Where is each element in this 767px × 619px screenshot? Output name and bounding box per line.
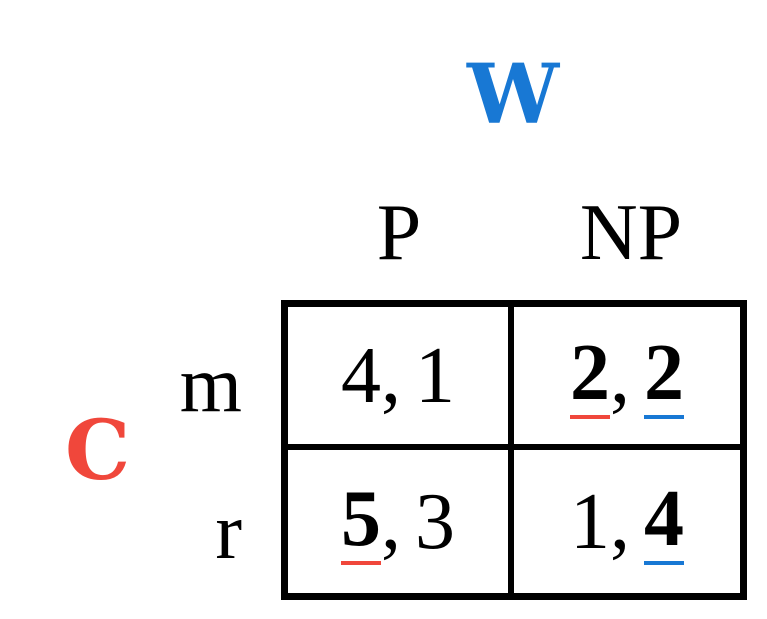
- row-strategy-r: r: [215, 488, 242, 576]
- col-payoff-r-p: 3: [415, 477, 455, 566]
- row-payoff-m-np: 2: [570, 328, 610, 419]
- payoff-separator: ,: [610, 477, 630, 566]
- cell-r-np: 1,4: [514, 450, 740, 593]
- column-player-label: W: [467, 47, 560, 143]
- payoff-separator: ,: [610, 331, 630, 420]
- column-strategy-np: NP: [579, 189, 683, 277]
- row-payoff-m-p: 4: [341, 331, 381, 420]
- col-payoff-m-np: 2: [644, 328, 684, 419]
- cell-m-np: 2,2: [514, 307, 740, 450]
- row-payoff-r-p: 5: [341, 474, 381, 565]
- cell-m-p: 4,1: [288, 307, 514, 450]
- payoff-separator: ,: [381, 331, 401, 420]
- col-payoff-m-p: 1: [415, 331, 455, 420]
- row-player-label: C: [65, 403, 131, 499]
- row-strategy-m: m: [179, 341, 242, 429]
- payoff-separator: ,: [381, 477, 401, 566]
- row-payoff-r-np: 1: [570, 477, 610, 566]
- column-strategy-p: P: [376, 189, 422, 277]
- payoff-matrix: 4,1 2,2 5,3 1,4: [281, 300, 747, 600]
- col-payoff-r-np: 4: [644, 474, 684, 565]
- cell-r-p: 5,3: [288, 450, 514, 593]
